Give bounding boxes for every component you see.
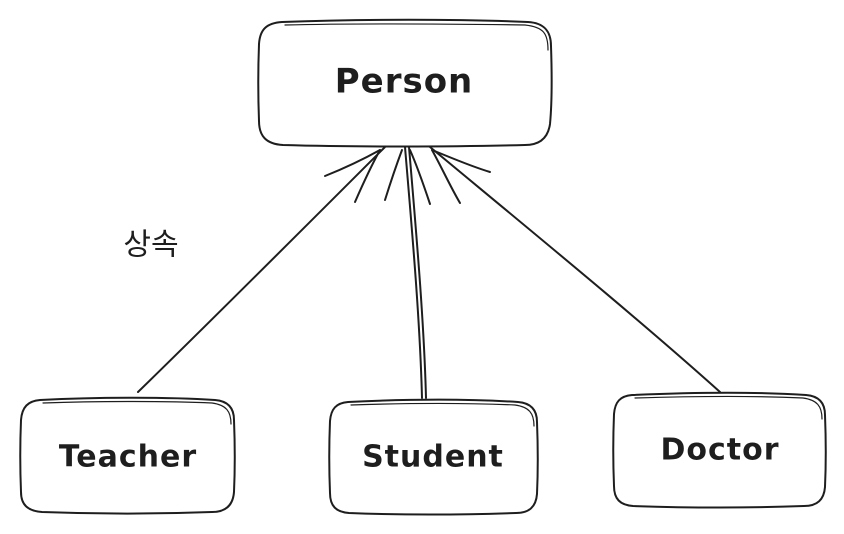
node-student-label: Student xyxy=(362,440,504,475)
node-doctor: Doctor xyxy=(612,391,827,509)
node-person-label: Person xyxy=(335,62,474,102)
node-doctor-label: Doctor xyxy=(660,433,779,468)
connector-student-person-second-stroke xyxy=(408,146,427,399)
node-teacher: Teacher xyxy=(19,396,236,515)
connector-student-person xyxy=(404,146,423,399)
node-student: Student xyxy=(328,398,539,516)
node-person: Person xyxy=(257,18,553,148)
node-teacher-label: Teacher xyxy=(59,440,197,475)
connectors xyxy=(137,146,721,399)
relationship-label: 상속 xyxy=(123,228,178,263)
node-doctor-box xyxy=(612,391,827,509)
connector-teacher-person xyxy=(137,146,386,393)
inheritance-arrowheads xyxy=(324,149,491,205)
node-teacher-box xyxy=(19,396,236,515)
node-person-box xyxy=(257,18,553,148)
node-student-box xyxy=(328,398,539,516)
connector-doctor-person xyxy=(429,146,721,393)
